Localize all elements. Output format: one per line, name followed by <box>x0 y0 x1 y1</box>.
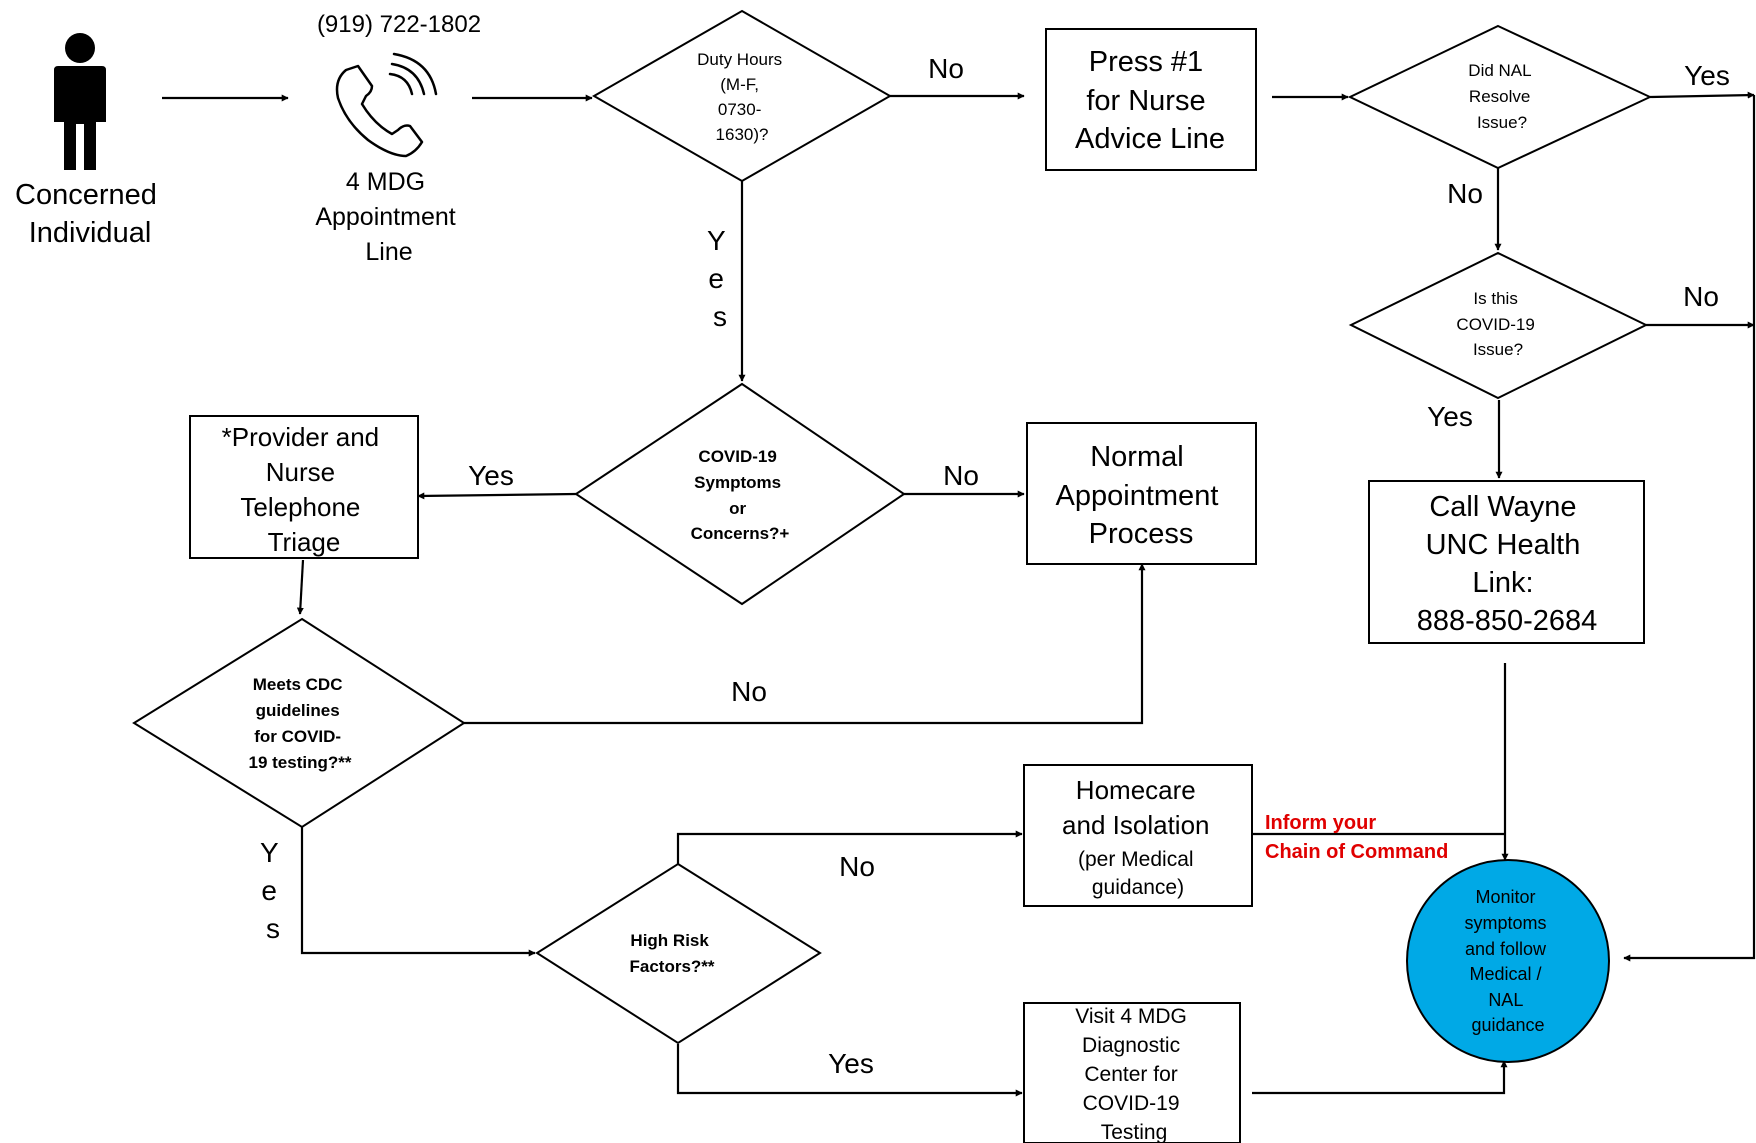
label-duty-yes: Y e s <box>707 225 733 332</box>
box-normal-appointment: Normal Appointment Process <box>1026 422 1257 565</box>
svg-text:Call Wayne UNC Health: Call Wayne UNC Health Link: 888-850-2684 <box>1417 491 1598 637</box>
label-is-covid-yes: Yes <box>1427 401 1473 432</box>
arrow-nal-yes <box>1649 91 1755 99</box>
decision-high-risk-factors: High Risk Factors?** <box>535 862 822 1045</box>
circle-monitor-symptoms: Monitor symptoms and follow Medical / NA… <box>1406 859 1610 1063</box>
label-nal-yes: Yes <box>1684 60 1730 91</box>
label-cdc-yes: Y e s <box>260 837 286 944</box>
decision-is-covid-issue: Is this COVID-19 Issue? <box>1348 251 1649 400</box>
label-nal-no: No <box>1447 178 1483 209</box>
person-icon <box>54 33 106 170</box>
appointment-line-label: 4 MDG Appointment Line <box>315 168 462 266</box>
box-diagnostic-center: Visit 4 MDG Diagnostic Center for COVID-… <box>1023 1002 1241 1143</box>
svg-text:COVID-19 Symptoms: COVID-19 Symptoms or Concerns?+ <box>691 447 790 543</box>
decision-cdc-guidelines: Meets CDC guidelines for COVID- 19 testi… <box>132 617 466 829</box>
arrow-covid-yes <box>417 492 577 500</box>
svg-text:*Provider and Nurse: *Provider and Nurse Telephone Triage <box>222 422 387 557</box>
box-telephone-triage: *Provider and Nurse Telephone Triage <box>189 415 419 559</box>
box-homecare-isolation: Homecare and Isolation (per Medical guid… <box>1023 764 1253 907</box>
svg-text:Press #1 for Nurse: Press #1 for Nurse Advice Line <box>1075 46 1225 155</box>
label-covid-yes: Yes <box>468 460 514 491</box>
phone-number: (919) 722-1802 <box>317 11 481 38</box>
connectors <box>162 91 1756 1097</box>
svg-text:Homecare and Isolation: Homecare and Isolation (per Medical guid… <box>1062 775 1214 899</box>
concerned-individual-label: Concerned Individual <box>15 179 165 249</box>
svg-text:Did NAL Resolve Is: Did NAL Resolve Issue? <box>1468 61 1535 132</box>
box-nurse-advice-line: Press #1 for Nurse Advice Line <box>1045 28 1257 171</box>
svg-text:Is this COVID-19 I: Is this COVID-19 Issue? <box>1456 289 1539 359</box>
box-call-wayne-unc: Call Wayne UNC Health Link: 888-850-2684 <box>1368 480 1645 644</box>
label-is-covid-no: No <box>1683 281 1719 312</box>
arrow-right-rail-to-monitor <box>1623 95 1756 962</box>
svg-text:High Risk Factors?**: High Risk Factors?** <box>629 931 714 976</box>
arrow-diagnostic-to-monitor <box>1252 1060 1508 1095</box>
arrow-cdc-yes <box>300 827 536 957</box>
inform-chain-of-command-note: Inform your Chain of Command <box>1265 812 1448 863</box>
decision-covid-symptoms: COVID-19 Symptoms or Concerns?+ <box>574 382 906 606</box>
svg-text:Normal Appointment: Normal Appointment Process <box>1056 441 1227 550</box>
svg-text:Duty Hours (M-F, 0: Duty Hours (M-F, 0730- 1630)? <box>697 50 787 144</box>
label-risk-yes: Yes <box>828 1048 874 1079</box>
arrow-risk-yes <box>676 1044 1023 1097</box>
svg-text:Visit 4 MDG Diagnostic: Visit 4 MDG Diagnostic Center for COVID-… <box>1075 1005 1192 1143</box>
phone-icon <box>335 52 438 158</box>
decision-nal-resolve: Did NAL Resolve Issue? <box>1347 24 1653 170</box>
svg-text:Meets CDC guidelines: Meets CDC guidelines for COVID- 19 testi… <box>249 675 352 772</box>
arrow-risk-no <box>676 830 1023 864</box>
arrow-triage-to-cdc <box>296 559 305 615</box>
label-risk-no: No <box>839 851 875 882</box>
label-cdc-no: No <box>731 676 767 707</box>
arrow-cdc-no <box>464 563 1146 725</box>
label-covid-no: No <box>943 460 979 491</box>
svg-text:Monitor symptoms a: Monitor symptoms and follow Medical / NA… <box>1464 887 1551 1035</box>
label-duty-no: No <box>928 53 964 84</box>
decision-duty-hours: Duty Hours (M-F, 0730- 1630)? <box>591 9 893 183</box>
